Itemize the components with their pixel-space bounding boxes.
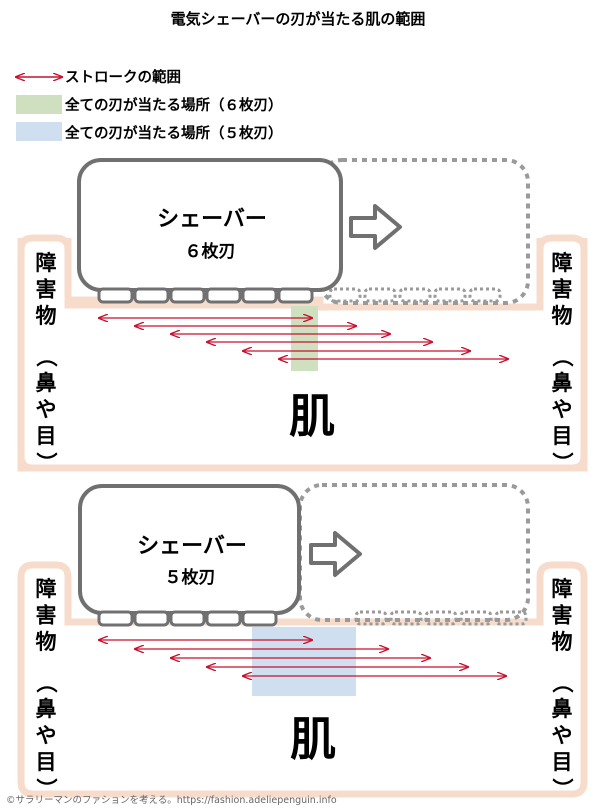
panel-five-blade: シェーバー ５枚刃 肌 障害物鼻や目 （ ） <box>17 483 588 799</box>
blade <box>277 287 314 304</box>
obstacle-char: 障害物鼻や目 <box>552 251 573 448</box>
legend-swatch-green <box>16 95 62 114</box>
blade <box>241 287 278 304</box>
blade <box>205 287 242 304</box>
shaver-moved-outline <box>318 158 530 305</box>
stroke-arrows-five <box>99 640 506 676</box>
ghost-blade <box>354 610 388 626</box>
stroke-arrows-six <box>99 318 508 359</box>
skin-label: 肌 <box>289 389 335 443</box>
obstacle-border-right-2 <box>17 561 588 798</box>
diagram-title: 電気シェーバーの刃が当たる肌の範囲 <box>171 10 426 28</box>
blade <box>205 610 242 627</box>
blade <box>97 610 134 627</box>
obstacle-paren: ） <box>34 778 58 799</box>
ghost-blade <box>468 287 502 303</box>
blade-group-five <box>97 610 278 627</box>
obstacle-paren: （ <box>550 346 574 367</box>
obstacle-paren: （ <box>34 672 58 693</box>
ghost-blade <box>433 287 467 303</box>
shaver-label: シェーバー <box>157 207 267 232</box>
blade-ghost-group-five <box>354 610 528 626</box>
obstacle-border-right <box>17 234 588 472</box>
blade <box>133 610 170 627</box>
ghost-blade <box>424 610 458 626</box>
blade <box>97 287 134 304</box>
full-contact-area-six <box>291 306 318 371</box>
shaver-label-2: シェーバー <box>137 534 247 559</box>
blade <box>169 287 206 304</box>
legend: ストロークの範囲 全ての刃が当たる場所（６枚刃） 全ての刃が当たる場所（５枚刃） <box>16 68 283 142</box>
obstacle-paren: （ <box>34 346 58 367</box>
skin-label-2: 肌 <box>290 712 336 766</box>
obstacle-label-right: 障害物鼻や目 （ ） <box>550 251 574 473</box>
ghost-blade <box>363 287 397 303</box>
obstacle-border-left <box>17 234 320 309</box>
move-right-arrow-icon <box>349 204 402 250</box>
obstacle-char: 障害物鼻や目 <box>36 251 57 448</box>
blade <box>241 610 278 627</box>
blade <box>133 287 170 304</box>
obstacle-char: 障害物鼻や目 <box>552 577 573 774</box>
legend-swatch-blue <box>16 122 62 141</box>
blade-count-label-2: ５枚刃 <box>165 567 216 588</box>
legend-label-stroke: ストロークの範囲 <box>65 68 181 86</box>
blade-count-label: ６枚刃 <box>185 241 236 262</box>
blade-group-six <box>97 287 314 304</box>
legend-item-six-blade: 全ての刃が当たる場所（６枚刃） <box>16 95 283 114</box>
ghost-blade <box>459 610 493 626</box>
blade <box>169 610 206 627</box>
obstacle-border-left-2 <box>17 561 300 626</box>
obstacle-paren: （ <box>550 672 574 693</box>
credit-text: ©サラリーマンのファションを考える。https://fashion.adelie… <box>6 795 337 806</box>
full-contact-area-five <box>252 627 356 696</box>
blade-ghost-group-six <box>328 287 502 303</box>
move-right-arrow-icon-2 <box>309 531 362 577</box>
obstacle-label-left: 障害物鼻や目 （ ） <box>34 251 58 473</box>
obstacle-char: 障害物鼻や目 <box>36 577 57 774</box>
shaver-moved-outline-2 <box>298 483 530 622</box>
obstacle-paren: ） <box>550 452 574 473</box>
legend-label-five: 全ての刃が当たる場所（５枚刃） <box>64 124 283 142</box>
obstacle-label-left-2: 障害物鼻や目 （ ） <box>34 577 58 799</box>
ghost-blade <box>398 287 432 303</box>
legend-item-stroke-range: ストロークの範囲 <box>16 68 181 86</box>
ghost-blade <box>328 287 362 303</box>
legend-item-five-blade: 全ての刃が当たる場所（５枚刃） <box>16 122 283 142</box>
obstacle-label-right-2: 障害物鼻や目 （ ） <box>550 577 574 799</box>
legend-label-six: 全ての刃が当たる場所（６枚刃） <box>64 96 283 114</box>
ghost-blade <box>389 610 423 626</box>
obstacle-paren: ） <box>550 778 574 799</box>
ghost-blade <box>494 610 528 626</box>
panel-six-blade: シェーバー ６枚刃 肌 <box>17 158 588 473</box>
obstacle-paren: ） <box>34 452 58 473</box>
